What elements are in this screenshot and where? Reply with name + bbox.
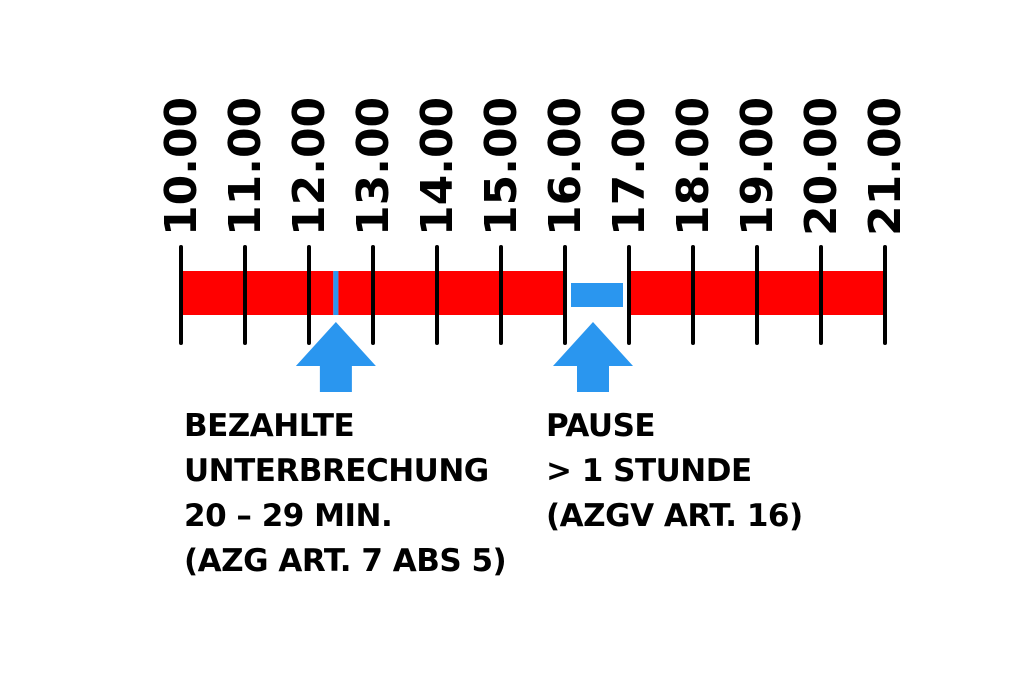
hour-label: 18.00	[668, 97, 719, 236]
hour-label: 14.00	[412, 97, 463, 236]
hour-ticks	[179, 245, 887, 345]
pause-note-line: PAUSE	[546, 408, 656, 444]
pause-segment	[571, 283, 623, 307]
pause-note: PAUSE > 1 STUNDE (AZGV ART. 16)	[546, 404, 803, 539]
paid-break-note-line: (AZG ART. 7 ABS 5)	[184, 543, 507, 579]
hour-label: 13.00	[348, 97, 399, 236]
hour-label: 11.00	[220, 97, 271, 236]
paid-break-segment	[333, 271, 339, 315]
hour-label: 15.00	[476, 97, 527, 236]
paid-break-arrow	[295, 322, 376, 392]
hour-label: 10.00	[156, 97, 207, 236]
paid-break-note-line: 20 – 29 MIN.	[184, 498, 393, 534]
hour-label: 19.00	[732, 97, 783, 236]
hour-labels: 10.00 11.00 12.00 13.00 14.00 15.00 16.00 17.00…	[156, 97, 911, 236]
annotation-arrows	[295, 322, 633, 392]
pause-note-line: (AZGV ART. 16)	[546, 498, 803, 534]
hour-label: 17.00	[604, 97, 655, 236]
paid-break-note: BEZAHLTE UNTERBRECHUNG 20 – 29 MIN. (AZG…	[184, 404, 507, 584]
paid-break-note-line: UNTERBRECHUNG	[184, 453, 489, 489]
pause-arrow	[553, 322, 633, 392]
hour-label: 21.00	[860, 97, 911, 236]
work-segment	[338, 271, 565, 315]
paid-break-note-line: BEZAHLTE	[184, 408, 355, 444]
timeline-bars	[181, 271, 885, 315]
hour-label: 16.00	[540, 97, 591, 236]
pause-note-line: > 1 STUNDE	[546, 453, 752, 489]
hour-label: 20.00	[796, 97, 847, 236]
hour-label: 12.00	[284, 97, 335, 236]
